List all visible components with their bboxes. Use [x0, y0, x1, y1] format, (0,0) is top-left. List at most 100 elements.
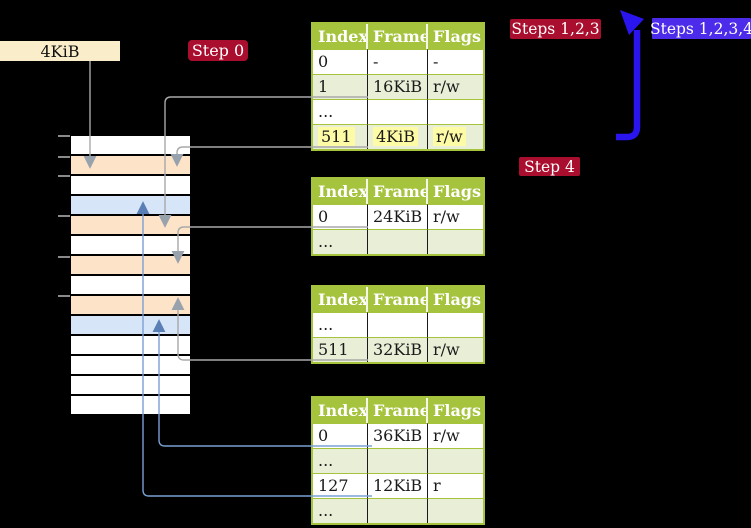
memory-row-6-peach: [71, 256, 190, 274]
memory-stripe: [71, 136, 190, 416]
table-cell: [368, 448, 428, 473]
table-cell: ...: [313, 99, 368, 124]
table-cell: 511: [313, 124, 368, 149]
table-header-flags: Flags: [428, 287, 483, 312]
table-cell: [428, 498, 483, 523]
table-header-index: Index: [313, 398, 368, 423]
table-cell: [368, 312, 428, 337]
highlighted-cell-text: 511: [318, 127, 355, 146]
table-cell: 4KiB: [368, 124, 428, 149]
table-cell: [368, 498, 428, 523]
table-header-frame: Frame: [368, 179, 428, 204]
table-cell: 511: [313, 337, 368, 362]
cell-text: 0: [318, 207, 329, 226]
table-cell: r/w: [428, 124, 483, 149]
table-header-frame: Frame: [368, 398, 428, 423]
recursive-loop-arrowhead: [620, 10, 644, 35]
cell-text: 0: [318, 426, 329, 445]
cell-text: ...: [318, 102, 334, 121]
table-cell: r: [428, 473, 483, 498]
memory-row-7-white: [71, 276, 190, 294]
table-header-flags: Flags: [428, 179, 483, 204]
frame-size-label-text: 4KiB: [40, 41, 80, 61]
table-header-flags: Flags: [428, 398, 483, 423]
cell-text: r: [433, 476, 441, 495]
table-header-frame: Frame: [368, 287, 428, 312]
recursive-loop-arrow: [616, 10, 644, 141]
table-cell: 32KiB: [368, 337, 428, 362]
cell-text: 32KiB: [373, 340, 423, 359]
highlighted-cell-text: r/w: [433, 127, 466, 146]
cell-text: ...: [318, 232, 334, 251]
table-cell: 36KiB: [368, 423, 428, 448]
table-cell: 1: [313, 74, 368, 99]
table-cell: [428, 229, 483, 254]
table-cell: 0: [313, 204, 368, 229]
memory-row-8-peach: [71, 296, 190, 314]
cell-text: 511: [318, 340, 349, 359]
memory-row-10-white: [71, 336, 190, 354]
cell-text: r/w: [433, 207, 460, 226]
memory-row-0-white: [71, 136, 190, 154]
cell-text: 12KiB: [373, 476, 423, 495]
table-header-frame: Frame: [368, 24, 428, 49]
table-cell: -: [368, 49, 428, 74]
cell-text: 24KiB: [373, 207, 423, 226]
table-cell: [368, 229, 428, 254]
memory-row-9-blue: [71, 316, 190, 334]
table-header-flags: Flags: [428, 24, 483, 49]
table-cell: 127: [313, 473, 368, 498]
table-cell: ...: [313, 448, 368, 473]
table-cell: [428, 312, 483, 337]
memory-row-4-peach: [71, 216, 190, 234]
table-cell: -: [428, 49, 483, 74]
table-cell: ...: [313, 312, 368, 337]
table-cell: 0: [313, 49, 368, 74]
cell-text: 127: [318, 476, 349, 495]
cell-text: -: [433, 52, 439, 71]
badge-step-0-text: Step 0: [191, 41, 245, 60]
memory-row-1-peach: [71, 156, 190, 174]
highlighted-cell-text: 4KiB: [373, 127, 419, 146]
memory-tick-marks: [58, 135, 70, 297]
table-cell: r/w: [428, 74, 483, 99]
table-header-index: Index: [313, 24, 368, 49]
cell-text: ...: [318, 501, 334, 520]
frame-size-label: 4KiB: [0, 41, 120, 61]
table-header-index: Index: [313, 287, 368, 312]
cell-text: 1: [318, 77, 329, 96]
cell-text: 36KiB: [373, 426, 423, 445]
cell-text: r/w: [433, 77, 460, 96]
badge-steps-1234-text: Steps 1,2,3,4: [649, 19, 751, 38]
table-cell: 12KiB: [368, 473, 428, 498]
memory-row-5-white: [71, 236, 190, 254]
table-cell: 0: [313, 423, 368, 448]
table-cell: 16KiB: [368, 74, 428, 99]
table-cell: r/w: [428, 337, 483, 362]
badge-step-0: Step 0: [188, 40, 248, 61]
memory-row-3-blue: [71, 196, 190, 214]
table-cell: ...: [313, 498, 368, 523]
table-header-index: Index: [313, 179, 368, 204]
cell-text: -: [373, 52, 379, 71]
memory-row-2-white: [71, 176, 190, 194]
badge-step-4: Step 4: [519, 157, 580, 176]
cell-text: ...: [318, 315, 334, 334]
memory-row-12-white: [71, 376, 190, 394]
table-cell: r/w: [428, 423, 483, 448]
badge-step-4-text: Step 4: [524, 157, 575, 176]
table-cell: r/w: [428, 204, 483, 229]
table-cell: [428, 448, 483, 473]
table-cell: 24KiB: [368, 204, 428, 229]
table-cell: [368, 99, 428, 124]
badge-steps-123-text: Steps 1,2,3: [511, 20, 600, 38]
table-cell: ...: [313, 229, 368, 254]
memory-row-11-white: [71, 356, 190, 374]
cell-text: r/w: [433, 426, 460, 445]
table-cell: [428, 99, 483, 124]
badge-steps-123: Steps 1,2,3: [510, 19, 601, 39]
